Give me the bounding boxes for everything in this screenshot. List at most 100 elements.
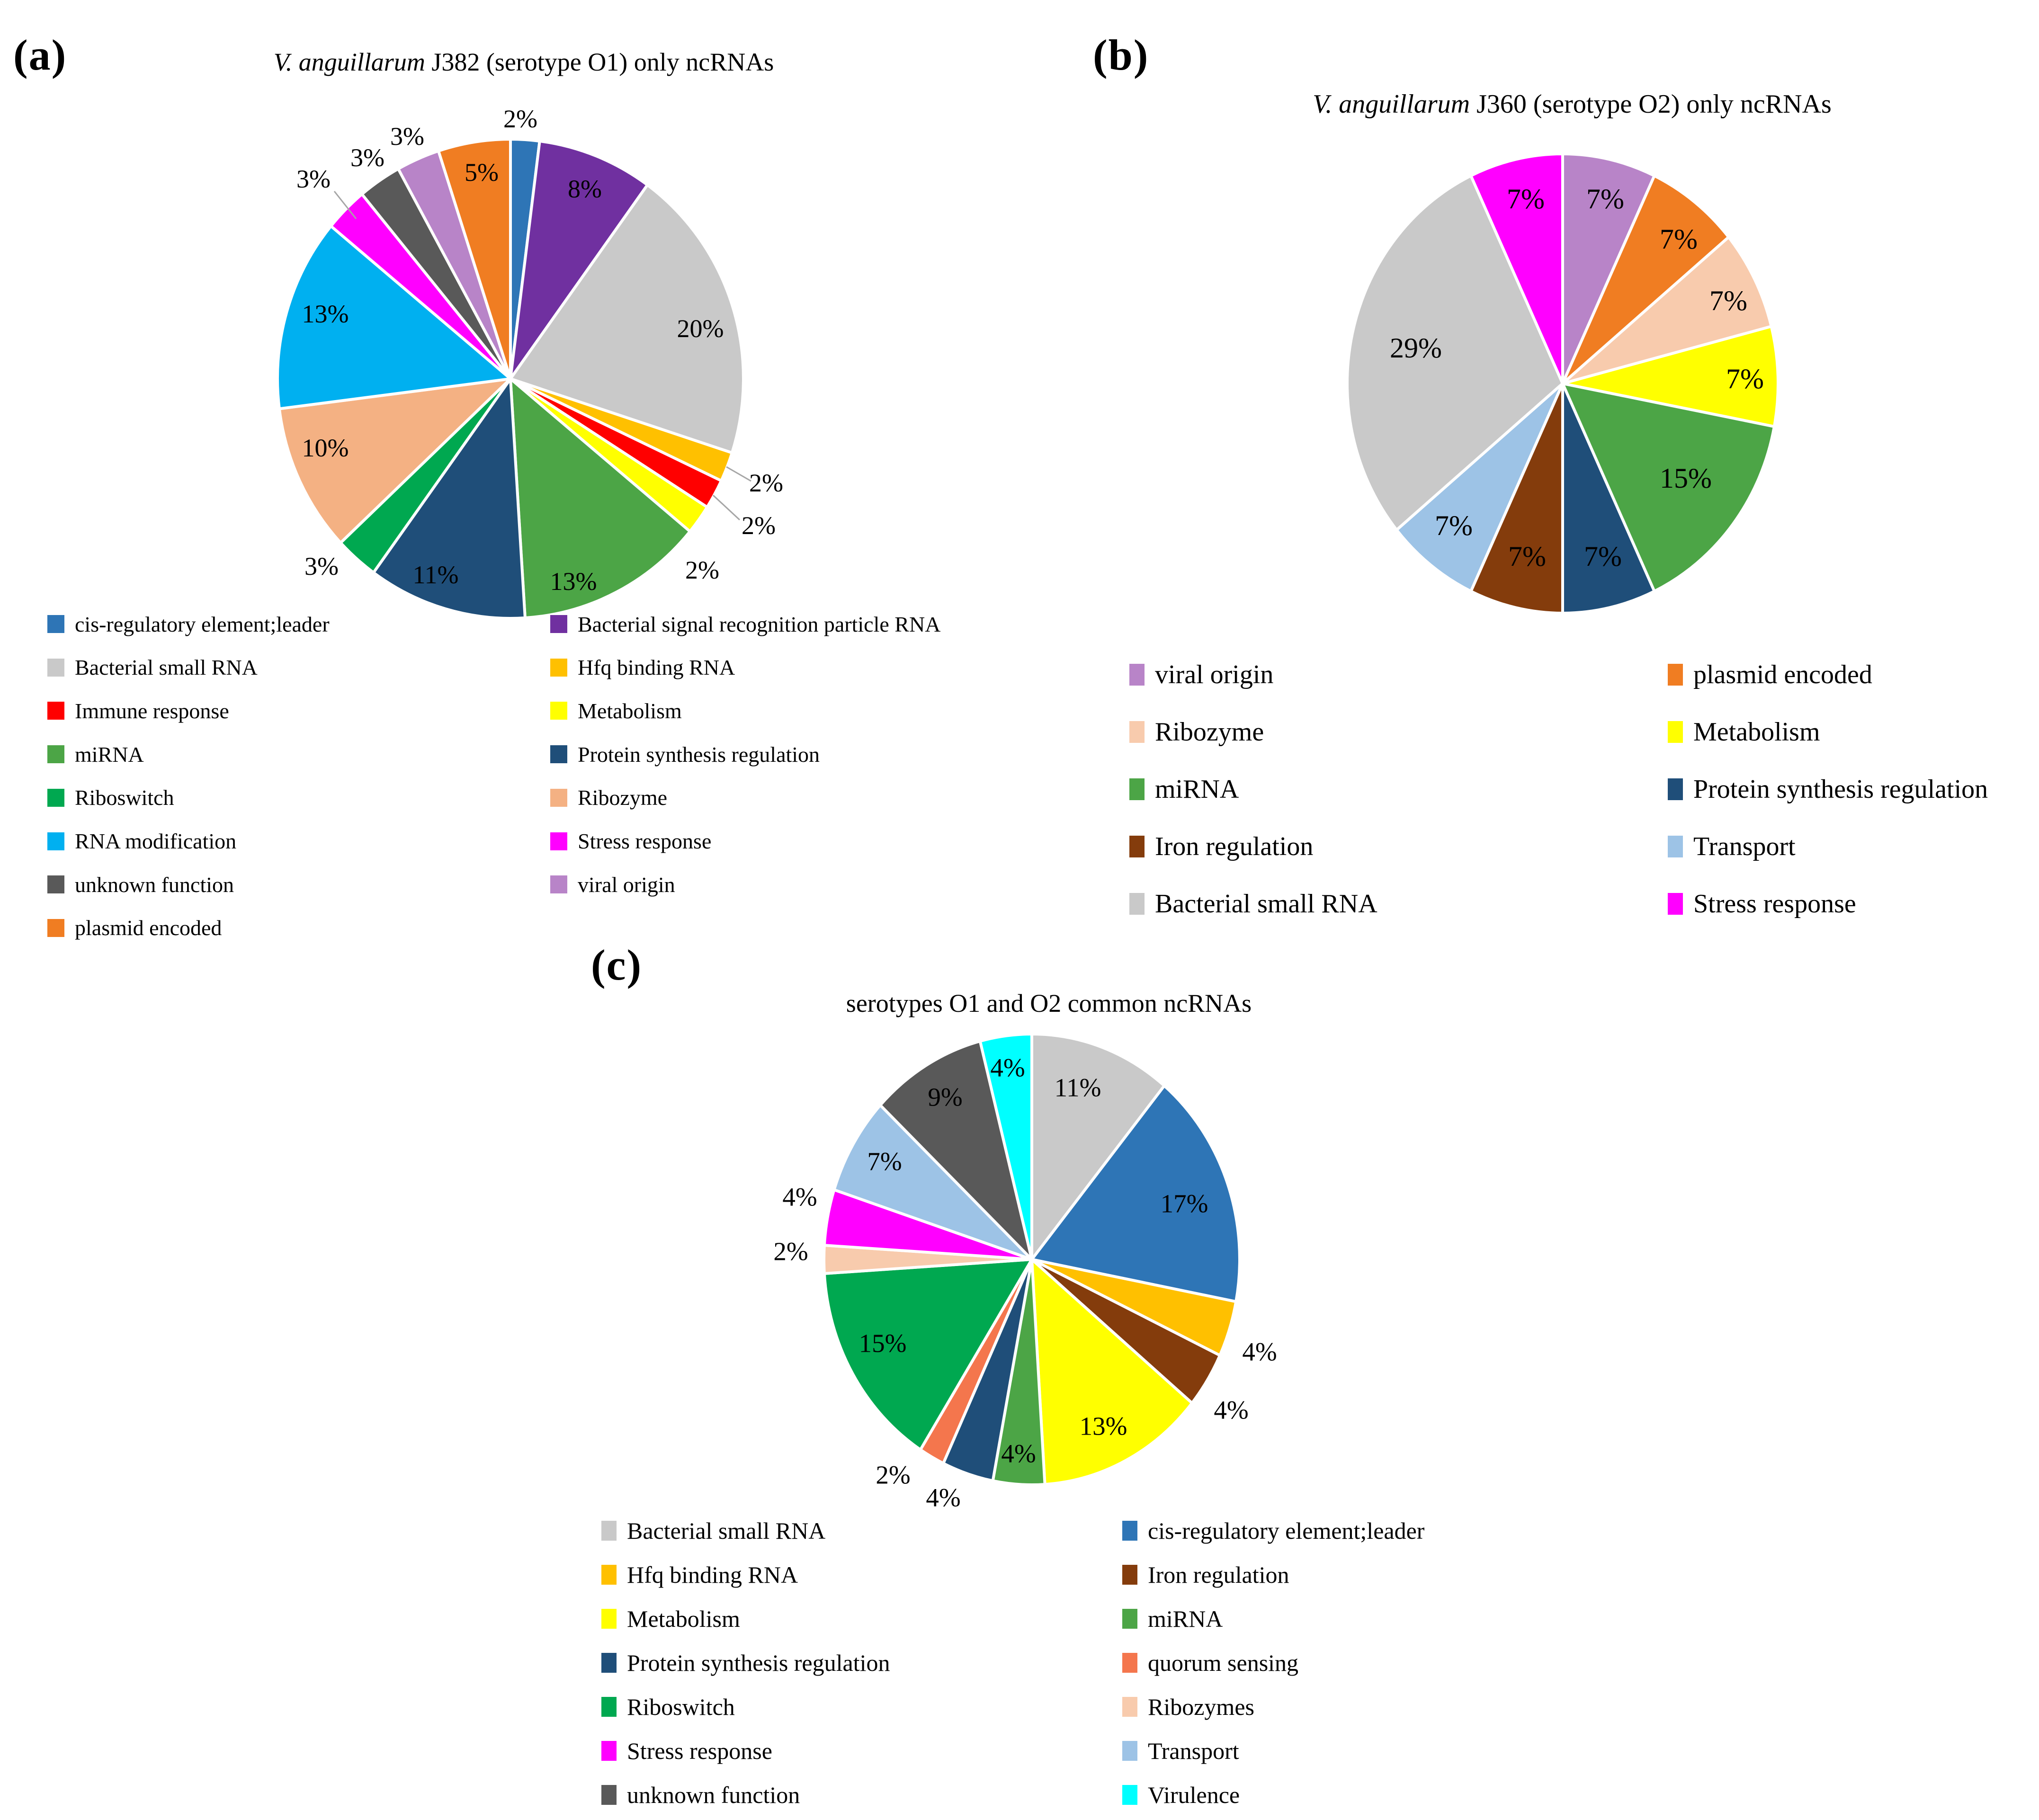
legend-swatch-ribozyme — [550, 788, 567, 807]
panel-label-b: (b) — [1093, 31, 1149, 79]
legend-item-bacterial-small-rna: Bacterial small RNA — [601, 1514, 825, 1547]
legend-swatch-bacterial-signal-recognition-particle-rna — [550, 615, 567, 633]
legend-swatch-transport — [1122, 1741, 1137, 1761]
pie-percent-label-transport: 7% — [1435, 510, 1473, 541]
pie-percent-label-bacterial-small-rna: 11% — [1055, 1073, 1101, 1102]
legend-label-viral-origin: viral origin — [1155, 660, 1274, 689]
pie-slice-mirna — [1561, 382, 1776, 593]
pie-percent-label-immune-response: 2% — [742, 511, 776, 540]
legend-item-unknown-function: unknown function — [601, 1778, 800, 1811]
legend-label-bacterial-small-rna: Bacterial small RNA — [1155, 889, 1377, 919]
legend-swatch-bacterial-small-rna — [601, 1521, 617, 1541]
legend-label-iron-regulation: Iron regulation — [1148, 1561, 1289, 1588]
pie-percent-label-stress-response: 7% — [1507, 183, 1545, 214]
legend-label-rna-modification: RNA modification — [75, 829, 237, 853]
legend-swatch-cis-regulatory-element-leader — [1122, 1521, 1137, 1541]
legend-item-transport: Transport — [1122, 1734, 1239, 1767]
legend-swatch-protein-synthesis-regulation — [601, 1653, 617, 1673]
legend-swatch-hfq-binding-rna — [601, 1565, 617, 1585]
legend-item-ribozyme: Ribozyme — [1129, 715, 1264, 749]
legend-label-hfq-binding-rna: Hfq binding RNA — [627, 1561, 798, 1588]
legend-item-bacterial-small-rna: Bacterial small RNA — [47, 651, 258, 684]
legend-item-transport: Transport — [1668, 830, 1796, 863]
pie-slice-transport — [1395, 382, 1564, 593]
pie-percent-label-ribozyme: 10% — [302, 434, 349, 462]
legend-swatch-rna-modification — [47, 832, 64, 850]
pie-slice-rna-modification — [276, 224, 512, 410]
legend-item-hfq-binding-rna: Hfq binding RNA — [550, 651, 735, 684]
legend-label-unknown-function: unknown function — [627, 1782, 800, 1808]
legend-item-viral-origin: viral origin — [550, 868, 675, 901]
pie-slice-metabolism — [1030, 1258, 1194, 1486]
legend-item-hfq-binding-rna: Hfq binding RNA — [601, 1558, 798, 1591]
pie-slice-unknown-function — [879, 1040, 1033, 1261]
pie-percent-label-bacterial-small-rna: 20% — [677, 314, 724, 343]
pie-percent-label-hfq-binding-rna: 4% — [1242, 1338, 1277, 1366]
legend-label-ribozymes: Ribozymes — [1148, 1694, 1254, 1720]
pie-percent-label-riboswitch: 15% — [859, 1329, 907, 1358]
pie-percent-label-metabolism: 7% — [1726, 363, 1764, 394]
legend-swatch-unknown-function — [601, 1785, 617, 1805]
legend-label-iron-regulation: Iron regulation — [1155, 832, 1314, 861]
pie-slice-metabolism — [1561, 325, 1780, 428]
legend-swatch-stress-response — [550, 832, 567, 850]
legend-item-metabolism: Metabolism — [601, 1602, 740, 1635]
legend-label-virulence: Virulence — [1148, 1782, 1240, 1808]
legend-label-quorum-sensing: quorum sensing — [1148, 1650, 1299, 1676]
legend-swatch-protein-synthesis-regulation — [1668, 778, 1683, 800]
pie-percent-label-stress-response: 4% — [782, 1183, 817, 1212]
pie-percent-label-virulence: 4% — [990, 1053, 1025, 1082]
pie-slice-iron-regulation — [1469, 382, 1564, 615]
pie-percent-label-metabolism: 13% — [1080, 1412, 1127, 1441]
legend-item-protein-synthesis-regulation: Protein synthesis regulation — [1668, 773, 1988, 806]
legend-item-immune-response: Immune response — [47, 694, 229, 727]
legend-swatch-transport — [1668, 836, 1683, 857]
legend-swatch-immune-response — [47, 702, 64, 720]
legend-item-metabolism: Metabolism — [1668, 715, 1820, 749]
pie-percent-label-unknown-function: 9% — [928, 1083, 962, 1112]
leader-line-hfq-binding-rna — [726, 466, 751, 482]
pie-percent-label-stress-response: 3% — [296, 165, 331, 193]
legend-label-protein-synthesis-regulation: Protein synthesis regulation — [1693, 775, 1988, 804]
pie-slice-plasmid-encoded — [1561, 174, 1730, 385]
pie-percent-label-plasmid-encoded: 7% — [1660, 223, 1698, 255]
legend-swatch-bacterial-small-rna — [47, 658, 64, 677]
chart-title-b-rest: J360 (serotype O2) only ncRNAs — [1470, 89, 1832, 119]
pie-percent-label-protein-synthesis-regulation: 4% — [926, 1483, 960, 1512]
pie-percent-label-iron-regulation: 4% — [1214, 1396, 1248, 1425]
legend-item-ribozymes: Ribozymes — [1122, 1690, 1254, 1723]
pie-percent-label-bacterial-small-rna: 29% — [1390, 332, 1442, 364]
legend-item-riboswitch: Riboswitch — [47, 781, 174, 814]
legend-item-viral-origin: viral origin — [1129, 658, 1273, 691]
pie-percent-label-cis-regulatory-element-leader: 2% — [503, 105, 537, 133]
pie-percent-label-viral-origin: 7% — [1586, 183, 1624, 214]
pie-percent-label-viral-origin: 3% — [390, 122, 424, 151]
legend-label-mirna: miRNA — [1155, 775, 1239, 804]
pie-slice-cis-regulatory-element-leader — [1030, 1084, 1241, 1303]
legend-label-bacterial-signal-recognition-particle-rna: Bacterial signal recognition particle RN… — [578, 612, 941, 636]
legend-swatch-mirna — [47, 745, 64, 764]
pie-percent-label-riboswitch: 3% — [304, 552, 339, 580]
legend-item-mirna: miRNA — [1122, 1602, 1223, 1635]
legend-label-riboswitch: Riboswitch — [627, 1694, 735, 1720]
pie-percent-label-protein-synthesis-regulation: 7% — [1584, 541, 1622, 572]
legend-label-metabolism: Metabolism — [578, 698, 682, 723]
legend-label-unknown-function: unknown function — [75, 872, 234, 897]
legend-item-plasmid-encoded: plasmid encoded — [47, 911, 222, 945]
legend-label-ribozyme: Ribozyme — [578, 785, 668, 810]
pie-percent-label-bacterial-signal-recognition-particle-rna: 8% — [568, 175, 602, 203]
legend-item-quorum-sensing: quorum sensing — [1122, 1646, 1298, 1679]
pie-slice-bacterial-small-rna — [1030, 1033, 1166, 1261]
legend-label-plasmid-encoded: plasmid encoded — [1693, 660, 1872, 689]
legend-swatch-riboswitch — [601, 1697, 617, 1717]
chart-title-c: serotypes O1 and O2 common ncRNAs — [846, 989, 1252, 1018]
pie-slice-bacterial-signal-recognition-particle-rna — [509, 140, 649, 380]
pie-percent-label-ribozymes: 2% — [773, 1237, 808, 1266]
pie-slice-protein-synthesis-regulation — [372, 377, 527, 620]
pie-percent-label-rna-modification: 13% — [302, 300, 349, 328]
legend-item-plasmid-encoded: plasmid encoded — [1668, 658, 1872, 691]
chart-title-a-species: V. anguillarum — [273, 48, 425, 76]
legend-swatch-stress-response — [1668, 893, 1683, 915]
